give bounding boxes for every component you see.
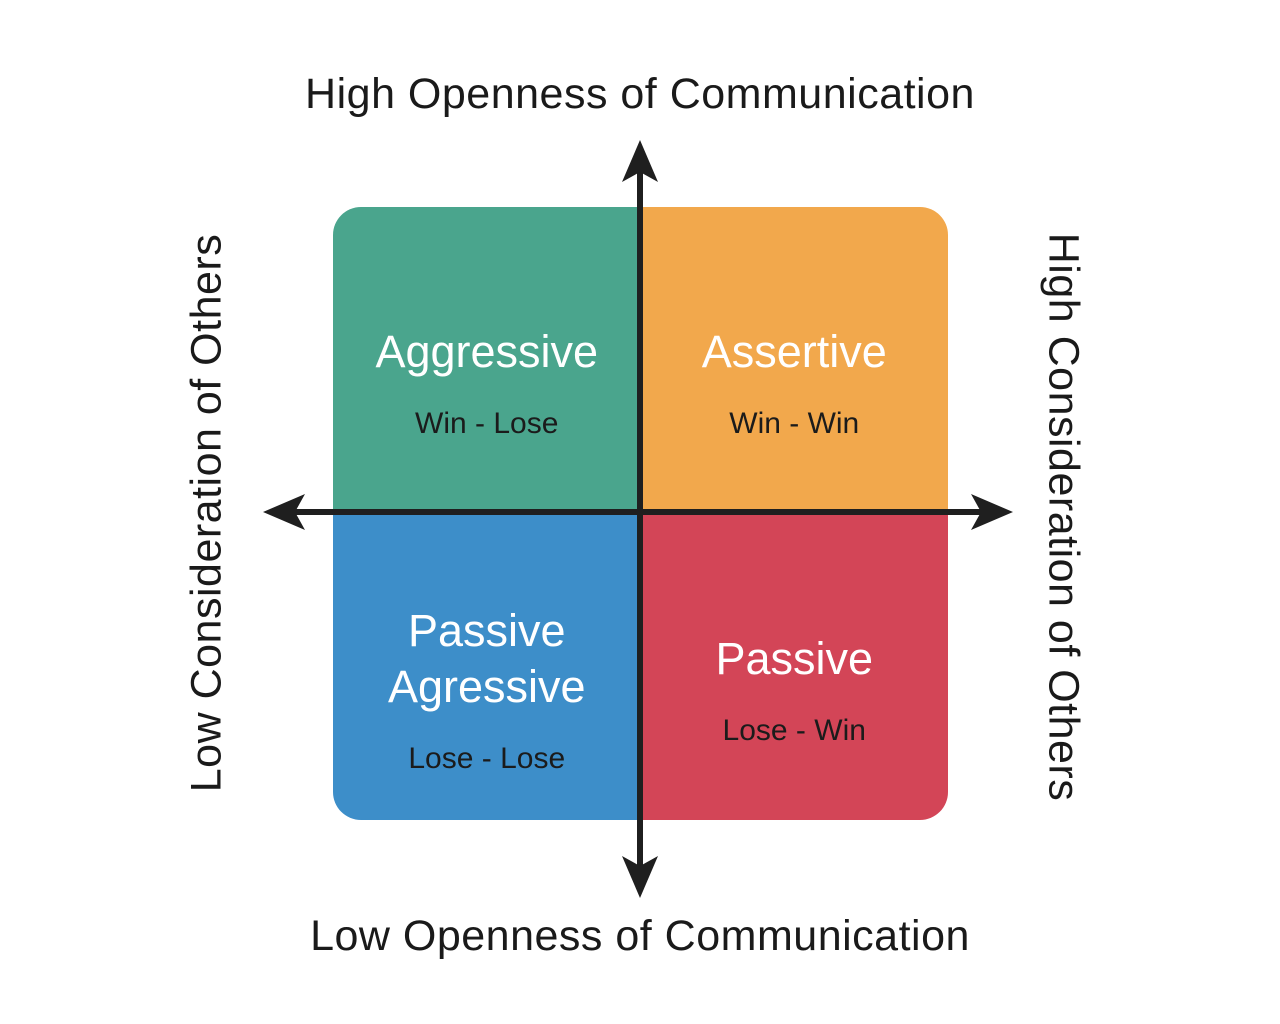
quadrant-title: Passive — [715, 632, 874, 684]
axis-bottom-label: Low Openness of Communication — [310, 912, 970, 960]
axis-top-label: High Openness of Communication — [305, 70, 975, 118]
quadrant-title: Aggressive — [375, 326, 599, 378]
quadrant-title: Passive Agressive — [387, 604, 586, 712]
quadrant-title: Assertive — [701, 326, 887, 378]
quadrant-passive-aggressive: Passive Agressive Lose - Lose — [333, 513, 641, 820]
quadrant-subtitle: Win - Lose — [415, 407, 559, 441]
quadrant-subtitle: Win - Win — [729, 407, 860, 441]
quadrant-subtitle: Lose - Lose — [408, 741, 566, 775]
arrow-left-icon — [263, 494, 305, 530]
arrow-down-icon — [622, 856, 658, 898]
quadrant-passive: Passive Lose - Win — [640, 513, 948, 820]
quadrant-subtitle: Lose - Win — [722, 713, 866, 747]
quadrant-assertive: Assertive Win - Win — [640, 207, 948, 514]
quadrant-aggressive: Aggressive Win - Lose — [333, 207, 641, 514]
arrow-up-icon — [622, 140, 658, 182]
quadrant-grid: Aggressive Win - Lose Assertive Win - Wi… — [333, 207, 948, 820]
axis-right-label: High Consideration of Others — [1039, 232, 1088, 802]
axis-left-label: Low Consideration of Others — [182, 233, 231, 793]
arrow-right-icon — [971, 494, 1013, 530]
